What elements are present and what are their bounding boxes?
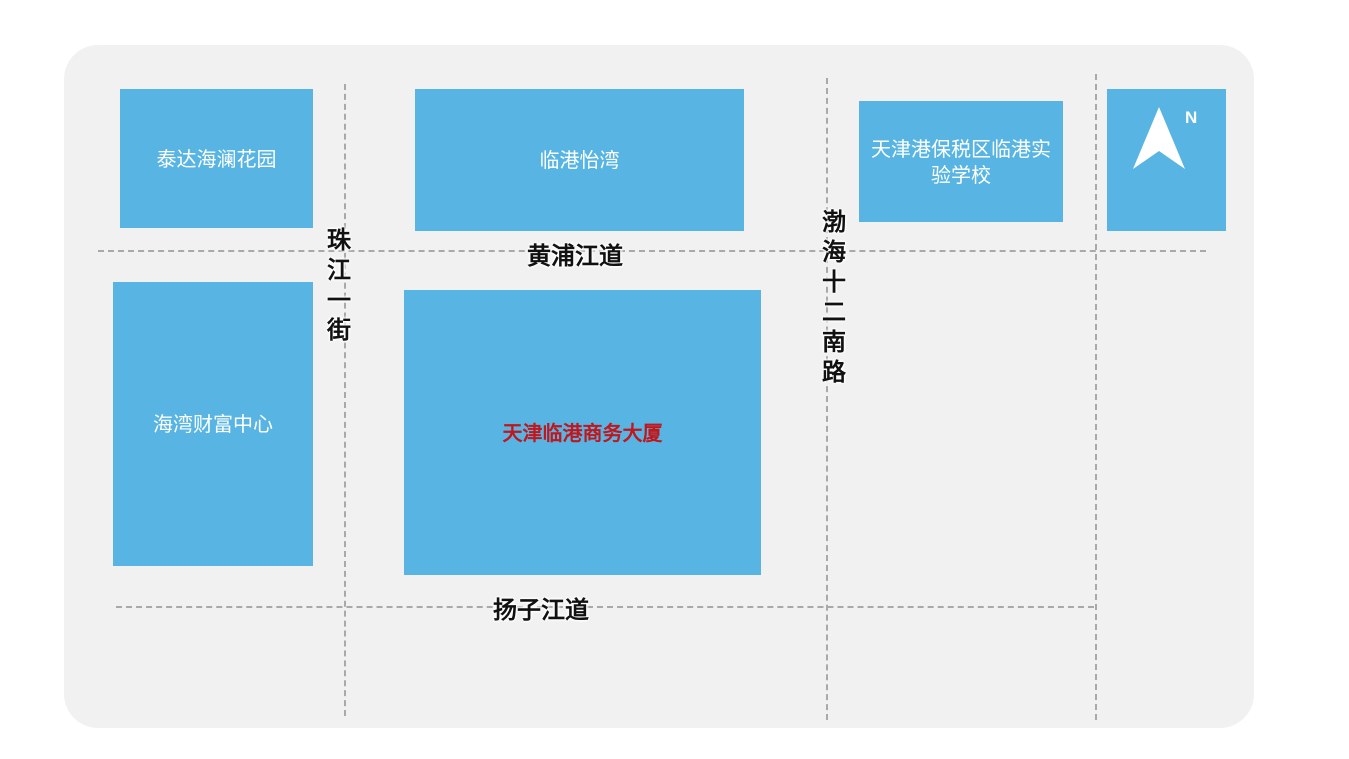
block-haiwan[interactable]: 海湾财富中心 bbox=[113, 282, 313, 566]
road-yangzi-line bbox=[116, 606, 1094, 608]
road-bohai-line bbox=[826, 78, 828, 720]
block-school-label: 天津港保税区临港实验学校 bbox=[871, 136, 1051, 187]
block-lingang-yiwan-label: 临港怡湾 bbox=[539, 148, 620, 172]
north-arrow-icon bbox=[1133, 107, 1185, 169]
road-yangzi-label: 扬子江道 bbox=[493, 596, 589, 624]
block-taida[interactable]: 泰达海澜花园 bbox=[120, 89, 313, 228]
block-target-label: 天津临港商务大厦 bbox=[502, 420, 663, 445]
road-huangpu-label: 黄浦江道 bbox=[527, 242, 623, 270]
road-zhujiang-label: 珠江一街 bbox=[327, 226, 351, 344]
block-taida-label: 泰达海澜花园 bbox=[156, 146, 277, 171]
block-school[interactable]: 天津港保税区临港实验学校 bbox=[859, 101, 1063, 222]
compass: N bbox=[1107, 89, 1226, 231]
road-east-line bbox=[1095, 74, 1097, 720]
road-zhujiang-line bbox=[344, 84, 346, 716]
road-bohai-label: 渤海十二南路 bbox=[822, 208, 846, 386]
block-haiwan-label: 海湾财富中心 bbox=[153, 412, 273, 436]
road-huangpu-line bbox=[98, 250, 1206, 252]
compass-n-label: N bbox=[1185, 108, 1198, 127]
block-target[interactable]: 天津临港商务大厦 bbox=[404, 290, 761, 575]
block-lingang-yiwan[interactable]: 临港怡湾 bbox=[415, 89, 744, 231]
